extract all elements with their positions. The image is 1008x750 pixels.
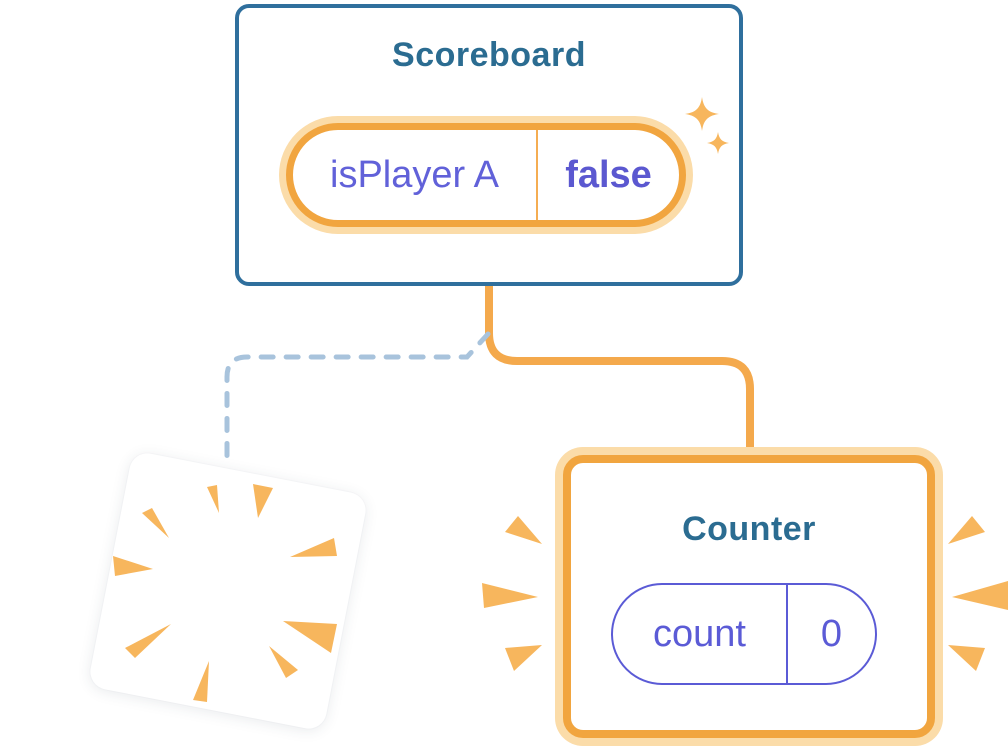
scoreboard-title: Scoreboard	[392, 36, 586, 74]
scoreboard-state-value: false	[536, 130, 679, 220]
scoreboard-component-card: Scoreboard isPlayer A false	[235, 4, 743, 286]
scoreboard-state-key: isPlayer A	[330, 153, 499, 196]
destroyed-component-card	[87, 450, 369, 732]
counter-state-value: 0	[786, 585, 875, 683]
removed-connector-dashed-line	[224, 331, 491, 471]
counter-component-card: Counter count 0	[563, 455, 935, 738]
scoreboard-state-pill: isPlayer A false	[286, 123, 686, 227]
counter-state-pill: count 0	[611, 583, 877, 685]
counter-title: Counter	[682, 510, 816, 548]
preserved-connector-line	[485, 284, 754, 456]
counter-state-key: count	[653, 612, 746, 655]
